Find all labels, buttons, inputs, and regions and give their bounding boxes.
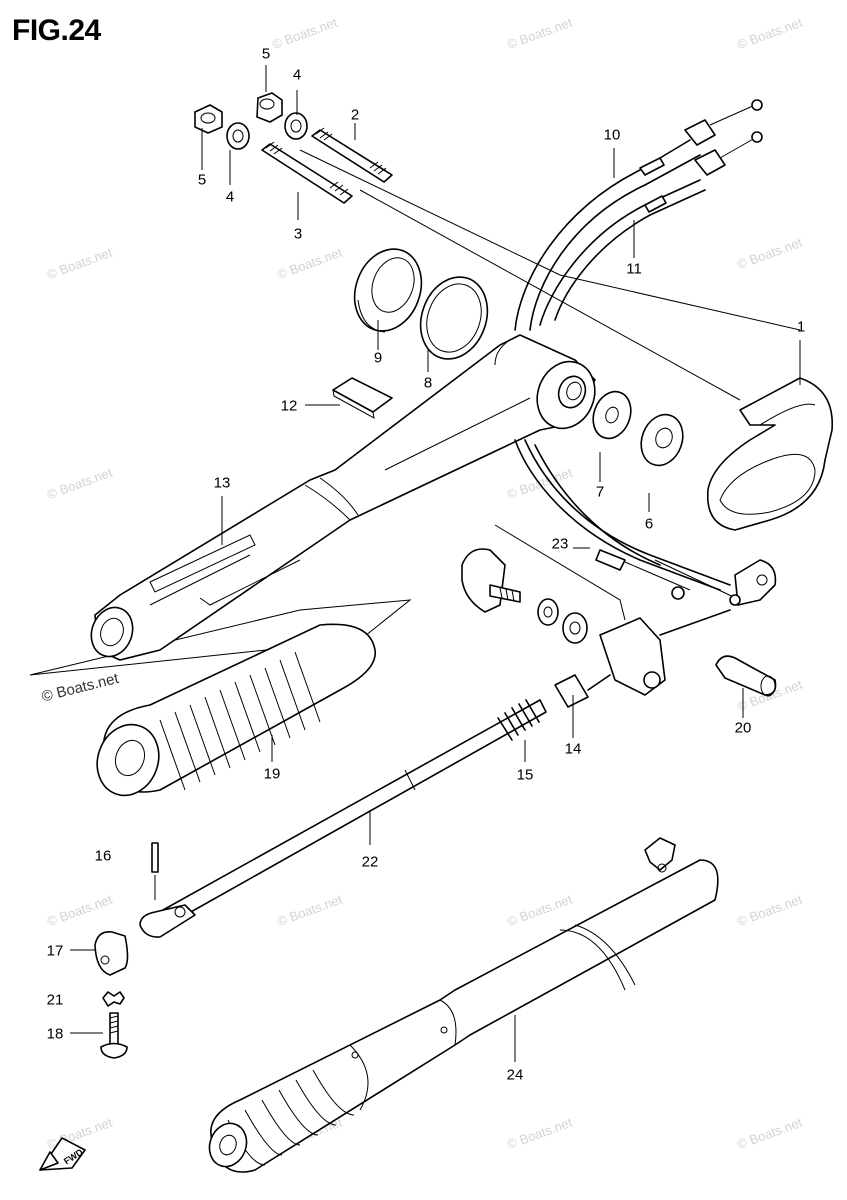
callout-7: 7	[595, 483, 605, 501]
cable-end-fitting	[729, 559, 777, 606]
callout-18: 18	[46, 1025, 64, 1043]
part-19-grip	[96, 623, 376, 797]
part-8-washer	[419, 276, 489, 360]
part-16-pin	[151, 842, 159, 873]
part-21-lock-washer	[102, 991, 125, 1007]
callout-17: 17	[46, 942, 64, 960]
part-5-nut-upper	[256, 92, 283, 123]
part-6-bushing	[640, 413, 684, 467]
callout-10: 10	[603, 126, 621, 144]
callout-1: 1	[796, 318, 806, 336]
callout-11: 11	[626, 260, 642, 278]
part-5-nut-lower	[194, 104, 223, 134]
throttle-bracket-assembly	[461, 548, 731, 696]
callout-2: 2	[350, 106, 360, 124]
callout-16: 16	[94, 847, 112, 865]
part-13-tiller-handle-bracket	[90, 334, 596, 661]
part-3-stud-bolt	[261, 141, 353, 204]
part-10-11-throttle-cables	[514, 99, 763, 601]
part-1-cover	[706, 377, 833, 531]
part-17-joint	[94, 930, 129, 976]
part-4-washer-lower	[226, 122, 250, 150]
figure-title: FIG.24	[12, 14, 101, 47]
callout-12: 12	[280, 397, 298, 415]
callout-3: 3	[293, 225, 303, 243]
part-2-stud-bolt	[311, 127, 393, 183]
part-12-plate	[332, 377, 393, 419]
callout-24: 24	[506, 1066, 524, 1084]
part-24-handle-assembly	[208, 837, 719, 1173]
callout-20: 20	[734, 719, 752, 737]
leader-lines	[70, 65, 801, 1062]
guide-lines	[29, 149, 801, 676]
callout-19: 19	[263, 765, 281, 783]
part-4-washer-upper	[284, 112, 308, 140]
part-18-screw	[100, 1012, 128, 1059]
callout-21: 21	[46, 991, 64, 1009]
part-22-throttle-rod	[139, 699, 547, 938]
part-7-washer	[592, 390, 632, 440]
callout-4-lower: 4	[225, 188, 235, 206]
callout-23: 23	[551, 535, 569, 553]
callout-22: 22	[361, 853, 379, 871]
fwd-arrow-icon	[39, 1137, 86, 1171]
callout-5-lower: 5	[197, 171, 207, 189]
part-15-spring	[497, 699, 540, 741]
part-14-collar	[554, 674, 611, 708]
callout-5-upper: 5	[261, 45, 271, 63]
part-9-bushing	[353, 248, 423, 333]
callout-4-upper: 4	[292, 66, 302, 84]
callout-14: 14	[564, 740, 582, 758]
part-20-cap	[715, 655, 777, 697]
callout-13: 13	[213, 474, 231, 492]
callout-9: 9	[373, 349, 383, 367]
callout-8: 8	[423, 374, 433, 392]
callout-6: 6	[644, 515, 654, 533]
callout-15: 15	[516, 766, 534, 784]
